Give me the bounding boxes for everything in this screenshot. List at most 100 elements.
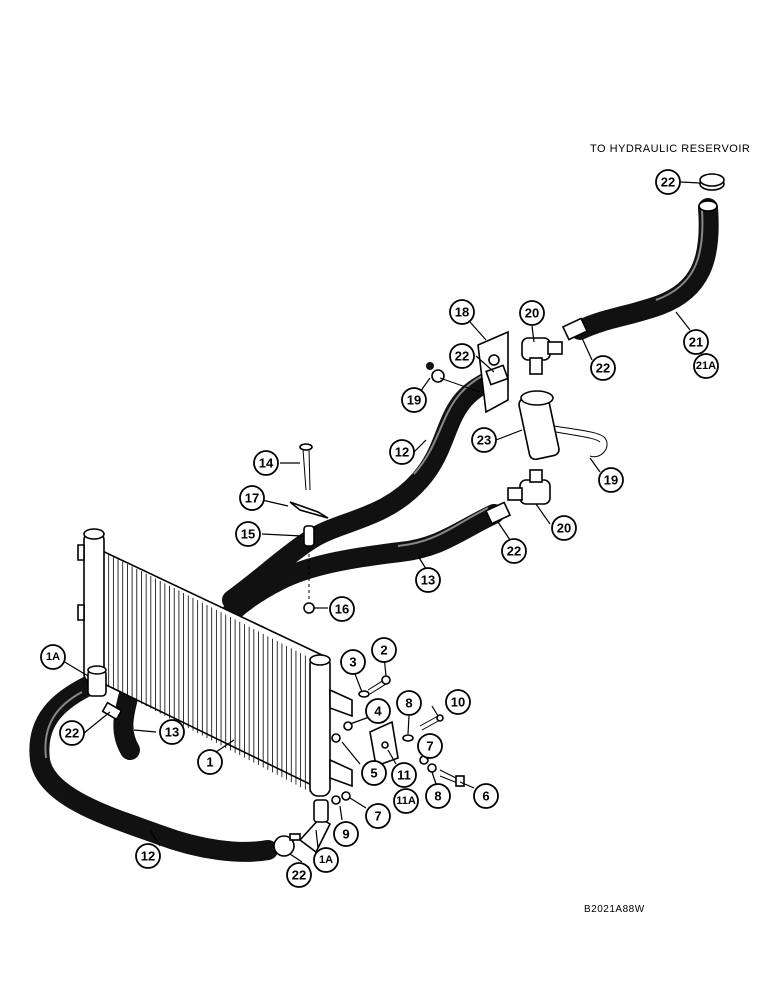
sensor-wire-19	[553, 425, 608, 458]
svg-text:20: 20	[557, 521, 571, 536]
svg-text:18: 18	[455, 305, 469, 320]
hose-21	[570, 198, 719, 340]
svg-text:20: 20	[525, 306, 539, 321]
callout-13: 13	[415, 567, 441, 593]
svg-text:1A: 1A	[46, 651, 60, 663]
svg-text:13: 13	[421, 573, 435, 588]
svg-text:15: 15	[241, 527, 255, 542]
callout-11: 11	[391, 762, 417, 788]
callout-4: 4	[365, 698, 391, 724]
washer-8-top	[402, 734, 414, 742]
callout-22: 22	[59, 720, 85, 746]
figure-code: B2021A88W	[584, 904, 645, 915]
bolt-14	[299, 443, 313, 491]
svg-text:21A: 21A	[696, 360, 716, 372]
check-valve-23	[518, 390, 560, 461]
callout-22: 22	[501, 538, 527, 564]
callout-1a: 1A	[40, 644, 66, 670]
svg-text:6: 6	[482, 789, 489, 804]
callout-1: 1	[197, 749, 223, 775]
bolt-6	[439, 769, 465, 787]
callout-8: 8	[425, 783, 451, 809]
clamp-22-left	[101, 701, 123, 721]
svg-text:4: 4	[374, 704, 382, 719]
callout-12: 12	[135, 843, 161, 869]
svg-text:11: 11	[397, 768, 411, 783]
svg-text:1A: 1A	[319, 854, 333, 866]
callout-22: 22	[449, 343, 475, 369]
svg-text:1: 1	[206, 755, 213, 770]
nut-4	[331, 721, 353, 743]
bolt-10	[419, 714, 444, 731]
svg-text:3: 3	[349, 655, 356, 670]
callout-15: 15	[235, 521, 261, 547]
callout-6: 6	[473, 783, 499, 809]
nut-9	[331, 791, 351, 805]
callout-16: 16	[329, 596, 355, 622]
nut-19-left	[426, 362, 481, 393]
elbow-1a-left	[87, 665, 107, 697]
clamp-22-bottom	[273, 833, 301, 857]
callout-21a: 21A	[693, 353, 719, 379]
bolt-2	[367, 675, 391, 695]
callout-17: 17	[239, 485, 265, 511]
callout-9: 9	[333, 821, 359, 847]
hose-fitting-lower	[484, 501, 512, 525]
svg-text:12: 12	[141, 849, 155, 864]
svg-text:22: 22	[65, 726, 79, 741]
svg-text:9: 9	[342, 827, 349, 842]
svg-text:23: 23	[477, 433, 491, 448]
svg-text:21: 21	[689, 335, 703, 350]
callout-11a: 11A	[393, 788, 419, 814]
svg-text:17: 17	[245, 491, 259, 506]
spacer-15	[303, 525, 315, 547]
callout-1a: 1A	[313, 847, 339, 873]
hose-fitting-top	[561, 317, 589, 341]
callout-19: 19	[598, 467, 624, 493]
elbow-20-top	[521, 337, 563, 375]
elbow-1a-bottom	[298, 799, 332, 854]
clamp-17	[289, 501, 329, 519]
hose-12-upper	[222, 368, 506, 610]
svg-text:5: 5	[370, 766, 377, 781]
clamp-22-top	[698, 173, 725, 212]
svg-text:14: 14	[259, 456, 274, 471]
svg-text:22: 22	[292, 868, 306, 883]
svg-text:7: 7	[426, 739, 433, 754]
callout-20: 20	[519, 300, 545, 326]
callout-7: 7	[417, 733, 443, 759]
callout-23: 23	[471, 427, 497, 453]
callout-2: 2	[371, 637, 397, 663]
hose-13-lower	[113, 680, 140, 760]
hose-13-upper	[222, 504, 504, 622]
callout-22: 22	[655, 169, 681, 195]
svg-text:7: 7	[374, 809, 381, 824]
svg-text:10: 10	[451, 695, 465, 710]
callout-14: 14	[253, 450, 279, 476]
callout-10: 10	[445, 689, 471, 715]
callout-22: 22	[590, 355, 616, 381]
svg-text:12: 12	[395, 445, 409, 460]
callout-8: 8	[396, 690, 422, 716]
svg-text:22: 22	[455, 349, 469, 364]
callout-20: 20	[551, 515, 577, 541]
svg-text:2: 2	[380, 643, 387, 658]
hose-12-lower	[29, 676, 278, 862]
washer-8-bottom	[427, 763, 437, 773]
elbow-20-mid	[507, 469, 551, 505]
callout-3: 3	[340, 649, 366, 675]
svg-text:22: 22	[661, 175, 675, 190]
callout-5: 5	[361, 760, 387, 786]
svg-text:19: 19	[604, 473, 618, 488]
svg-text:8: 8	[405, 696, 412, 711]
callout-13: 13	[159, 719, 185, 745]
svg-text:11A: 11A	[396, 795, 416, 807]
oil-cooler	[77, 528, 353, 797]
callout-21: 21	[683, 329, 709, 355]
callout-19: 19	[401, 387, 427, 413]
callout-22: 22	[286, 862, 312, 888]
reservoir-label: TO HYDRAULIC RESERVOIR	[590, 143, 750, 155]
callout-18: 18	[449, 299, 475, 325]
svg-text:22: 22	[596, 361, 610, 376]
